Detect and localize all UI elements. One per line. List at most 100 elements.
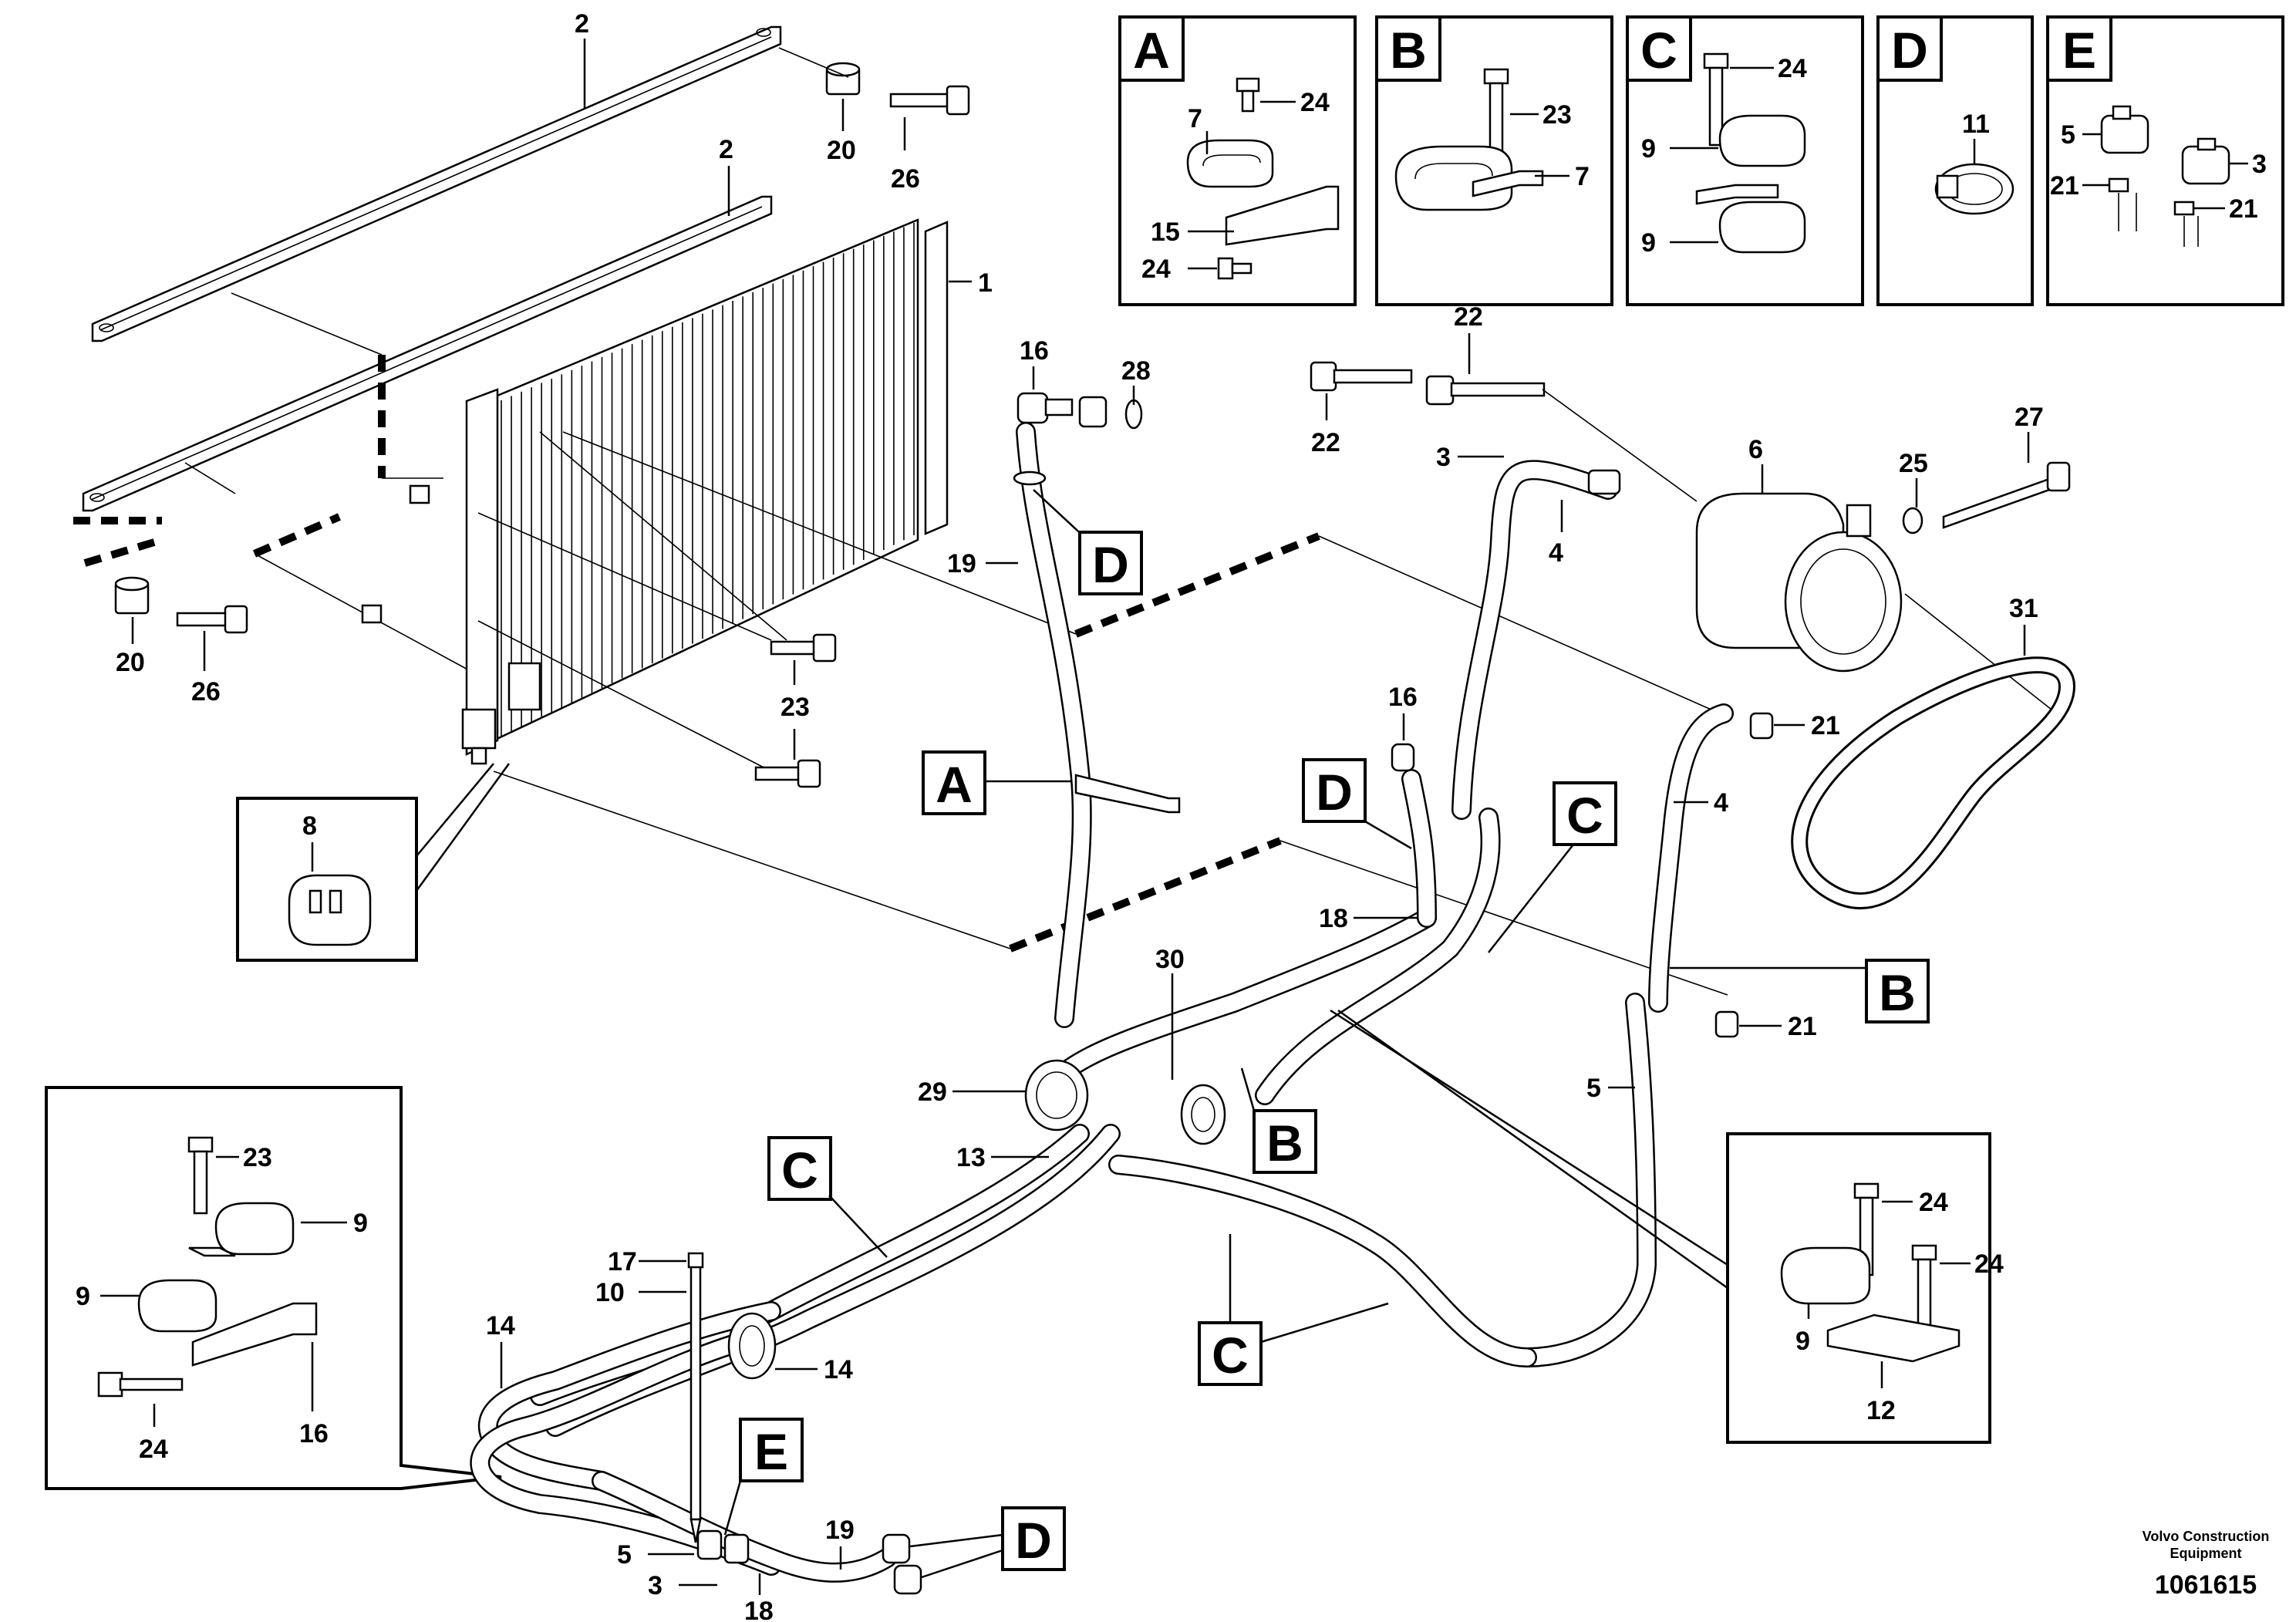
svg-text:3: 3 — [2252, 150, 2267, 179]
grommet-29 — [1024, 1059, 1089, 1131]
valve-16-mid — [1391, 743, 1415, 772]
clamp-block-bottom — [696, 1529, 750, 1564]
grommet-14 — [727, 1312, 777, 1380]
detail-a-letter: A — [1133, 22, 1170, 79]
callout-a: A — [922, 750, 986, 815]
inset-left: 23 9 9 24 16 — [45, 1086, 502, 1490]
label-18-bottom: 18 — [744, 1597, 774, 1622]
label-20-left: 20 — [116, 648, 145, 677]
svg-text:21: 21 — [2050, 171, 2079, 201]
compressor — [1695, 492, 1903, 673]
bolt-icon — [97, 1371, 184, 1398]
sensor-inset — [236, 797, 418, 962]
svg-text:24: 24 — [1919, 1188, 1948, 1217]
svg-text:7: 7 — [1188, 104, 1202, 133]
bolt-icon — [187, 1136, 214, 1215]
bracket-icon — [1472, 170, 1544, 197]
svg-text:B: B — [1879, 964, 1916, 1021]
washer-25 — [1902, 507, 1923, 534]
lower-bracket — [82, 195, 773, 512]
svg-text:D: D — [1316, 764, 1353, 821]
svg-text:9: 9 — [353, 1209, 368, 1238]
bracket-icon — [191, 1302, 318, 1367]
bolt-26-left — [176, 605, 248, 634]
nut-21-upper — [1749, 712, 1774, 740]
svg-text:9: 9 — [1795, 1327, 1810, 1356]
hose-clamp-icon — [1934, 163, 2014, 215]
svg-text:A: A — [936, 756, 973, 813]
hose-fitting-16-top — [1017, 392, 1074, 424]
callout-c-bottom: C — [1198, 1321, 1263, 1386]
clamp-icon — [1718, 201, 1806, 254]
label-31: 31 — [2009, 594, 2038, 623]
detail-view-d: D 11 — [1876, 15, 2034, 306]
svg-text:7: 7 — [1575, 162, 1590, 191]
svg-text:24: 24 — [1778, 54, 1807, 83]
label-18-center: 18 — [1319, 904, 1348, 933]
label-16-mid: 16 — [1388, 683, 1418, 712]
detail-d-letter: D — [1891, 22, 1928, 79]
svg-text:24: 24 — [1141, 255, 1171, 284]
label-25: 25 — [1899, 449, 1928, 478]
label-22-left: 22 — [1311, 428, 1340, 457]
bolt-22-right — [1425, 375, 1546, 406]
label-14-right: 14 — [824, 1355, 853, 1384]
clamp-icon — [1780, 1246, 1871, 1305]
label-6-compressor: 6 — [1748, 435, 1763, 464]
label-22-right: 22 — [1454, 302, 1483, 332]
footer-brand: Volvo Construction — [2143, 1529, 2270, 1544]
label-10: 10 — [595, 1278, 625, 1307]
bolt-26-top — [889, 85, 970, 116]
label-14-left: 14 — [486, 1311, 515, 1340]
detail-c-letter: C — [1640, 22, 1677, 79]
drive-belt-31 — [1791, 656, 2075, 909]
svg-text:24: 24 — [1974, 1249, 2004, 1279]
label-23-upper: 23 — [781, 693, 810, 722]
spacer-20-left — [114, 576, 150, 615]
detail-view-e: E 5 3 21 21 — [2046, 15, 2284, 306]
footer-brand-2: Equipment — [2170, 1546, 2242, 1561]
label-26-top: 26 — [891, 164, 920, 194]
hose-end-fittings — [882, 1533, 922, 1595]
label-5-right: 5 — [1586, 1074, 1601, 1103]
label-21-upper: 21 — [1811, 711, 1840, 740]
svg-text:24: 24 — [1300, 88, 1330, 117]
label-27: 27 — [2014, 403, 2044, 432]
svg-text:C: C — [781, 1141, 818, 1199]
clamp-icon — [214, 1202, 295, 1256]
label-1-condenser: 1 — [978, 268, 993, 298]
clamp-block-icon — [2100, 105, 2230, 247]
bolt-23-upper — [770, 633, 837, 663]
svg-text:9: 9 — [1641, 134, 1656, 164]
svg-text:D: D — [1015, 1512, 1052, 1569]
svg-text:12: 12 — [1866, 1396, 1896, 1425]
label-17: 17 — [608, 1247, 637, 1276]
callout-d-mid: D — [1302, 758, 1367, 823]
bolt-icon — [1236, 77, 1260, 113]
label-19-upper: 19 — [947, 549, 976, 578]
svg-text:E: E — [754, 1423, 788, 1480]
drawing-number: 1061615 — [2155, 1570, 2257, 1600]
svg-text:23: 23 — [1542, 100, 1572, 130]
svg-text:23: 23 — [243, 1143, 272, 1172]
svg-text:C: C — [1566, 787, 1603, 844]
detail-view-b: B 23 7 — [1375, 15, 1613, 306]
bolt-icon — [1483, 68, 1509, 162]
svg-text:15: 15 — [1151, 218, 1180, 247]
clamp-icon — [137, 1279, 217, 1333]
callout-d-bottom: D — [1001, 1506, 1066, 1571]
svg-text:11: 11 — [1962, 110, 1990, 139]
label-4-upper: 4 — [1549, 538, 1563, 568]
detail-view-a: A 24 7 15 24 — [1118, 15, 1357, 306]
service-valve-10 — [687, 1252, 704, 1543]
bolt-22-left — [1310, 361, 1413, 392]
callout-e: E — [739, 1418, 804, 1482]
label-5-bottom: 5 — [617, 1540, 632, 1570]
callout-d-top: D — [1078, 531, 1143, 595]
label-2-top: 2 — [575, 9, 589, 39]
label-26-left: 26 — [191, 677, 221, 706]
callout-c-mid: C — [1553, 781, 1617, 846]
label-3: 3 — [1436, 443, 1451, 472]
svg-text:9: 9 — [76, 1282, 90, 1311]
